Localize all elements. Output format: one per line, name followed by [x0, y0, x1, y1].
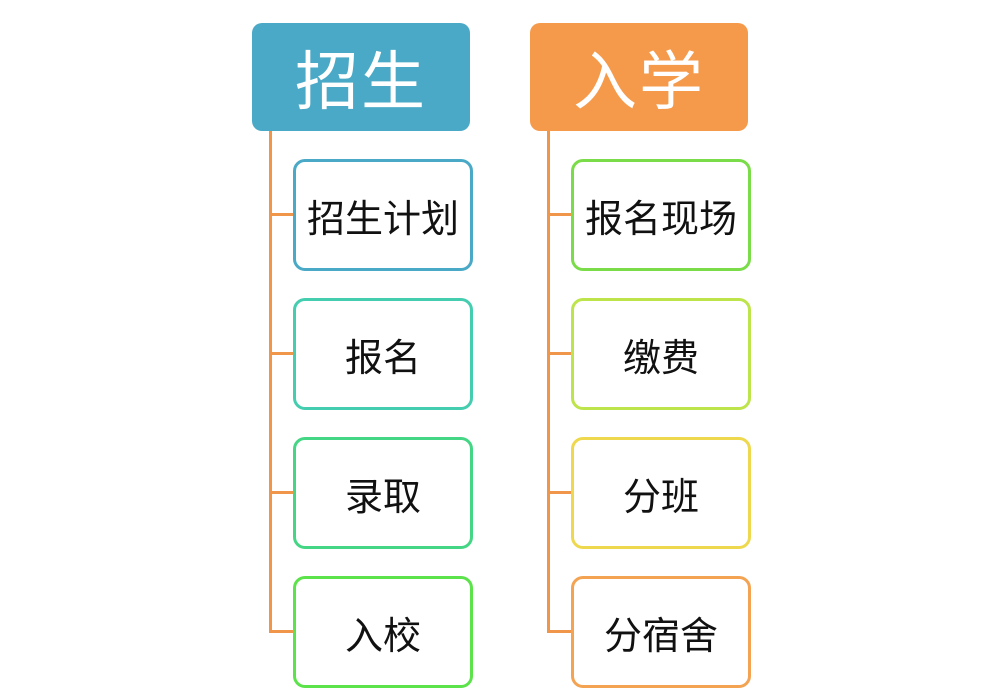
horizontal-connector	[549, 213, 572, 216]
horizontal-connector	[271, 630, 294, 633]
horizontal-connector	[549, 352, 572, 355]
step-box: 入校	[293, 576, 473, 688]
horizontal-connector	[271, 213, 294, 216]
step-box: 录取	[293, 437, 473, 549]
step-box: 招生计划	[293, 159, 473, 271]
step-box: 报名现场	[571, 159, 751, 271]
horizontal-connector	[549, 630, 572, 633]
column-header: 招生	[252, 23, 470, 131]
step-box: 缴费	[571, 298, 751, 410]
vertical-connector	[269, 131, 272, 633]
step-box: 分班	[571, 437, 751, 549]
step-box: 报名	[293, 298, 473, 410]
horizontal-connector	[271, 352, 294, 355]
step-box: 分宿舍	[571, 576, 751, 688]
vertical-connector	[547, 131, 550, 633]
horizontal-connector	[549, 491, 572, 494]
column-header: 入学	[530, 23, 748, 131]
horizontal-connector	[271, 491, 294, 494]
